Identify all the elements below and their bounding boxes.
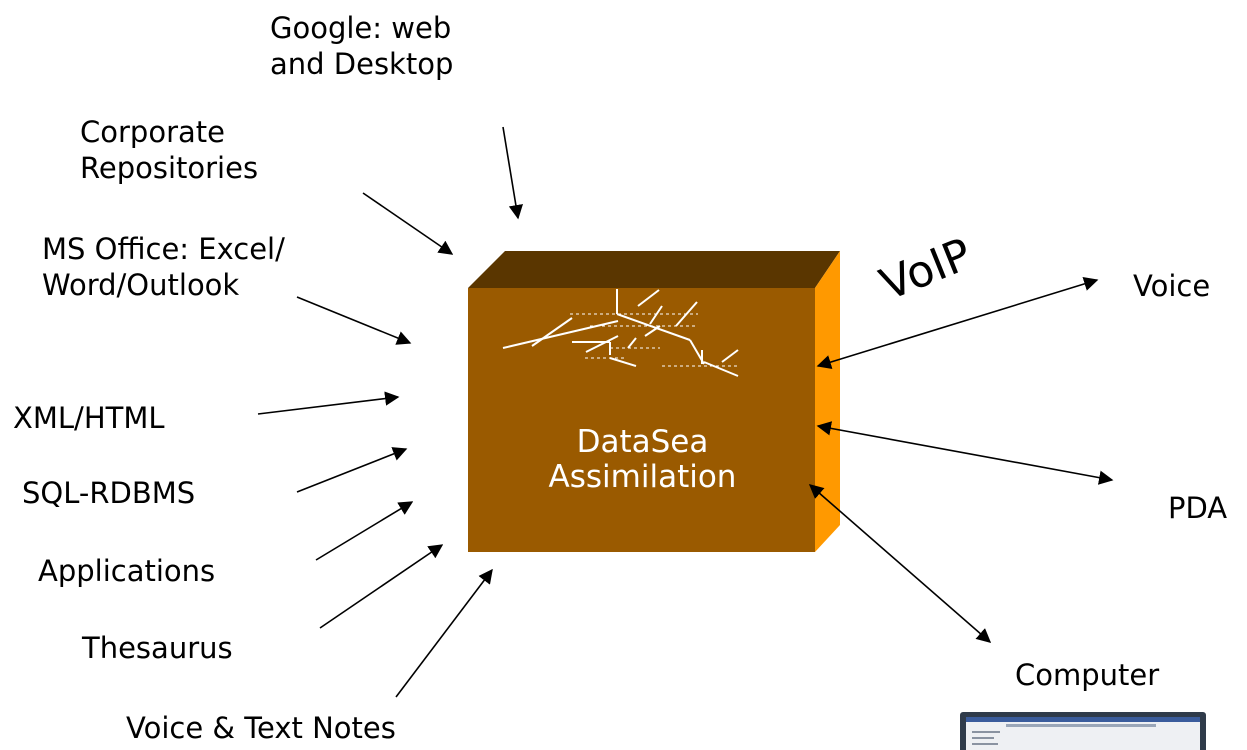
- label-corporate-repositories: Corporate Repositories: [80, 115, 259, 185]
- arrow-sql: [296, 447, 408, 493]
- screen-text-line: [972, 731, 1000, 733]
- box-top-face: [468, 251, 840, 288]
- computer-monitor-icon: [960, 712, 1206, 750]
- arrow-msoffice: [296, 296, 412, 345]
- datasea-box: [468, 251, 840, 552]
- label-google: Google: web and Desktop: [270, 11, 454, 81]
- label-xml-html: XML/HTML: [13, 401, 165, 435]
- label-thesaurus: Thesaurus: [82, 631, 233, 665]
- output-arrows: [808, 276, 1114, 643]
- label-applications: Applications: [38, 554, 216, 588]
- arrow-corporate: [362, 192, 454, 255]
- screen-text-line: [972, 743, 998, 745]
- arrow-voice: [816, 276, 1099, 370]
- screen-title-bar: [966, 717, 1200, 722]
- label-sql-rdbms: SQL-RDBMS: [22, 476, 196, 510]
- label-pda: PDA: [1168, 491, 1228, 525]
- datasea-label: DataSea Assimilation: [548, 424, 737, 495]
- label-computer: Computer: [1015, 658, 1160, 692]
- box-front-face: [468, 288, 815, 552]
- tree-network-icon: [502, 289, 740, 377]
- input-arrows: [257, 126, 523, 698]
- screen-text-line: [972, 737, 994, 739]
- computer-screen-thumbnail: [966, 717, 1200, 750]
- arrow-xml: [257, 391, 400, 415]
- arrow-notes: [395, 568, 493, 698]
- arrow-pda: [816, 421, 1114, 485]
- screen-menu-strip: [1006, 724, 1156, 727]
- label-ms-office: MS Office: Excel/ Word/Outlook: [42, 232, 285, 302]
- arrow-applications: [315, 501, 414, 561]
- label-voice: Voice: [1133, 269, 1211, 303]
- arrow-thesaurus: [319, 544, 444, 629]
- label-voice-text-notes: Voice & Text Notes: [126, 711, 396, 745]
- arrow-computer: [808, 484, 992, 643]
- arrow-google: [502, 126, 523, 220]
